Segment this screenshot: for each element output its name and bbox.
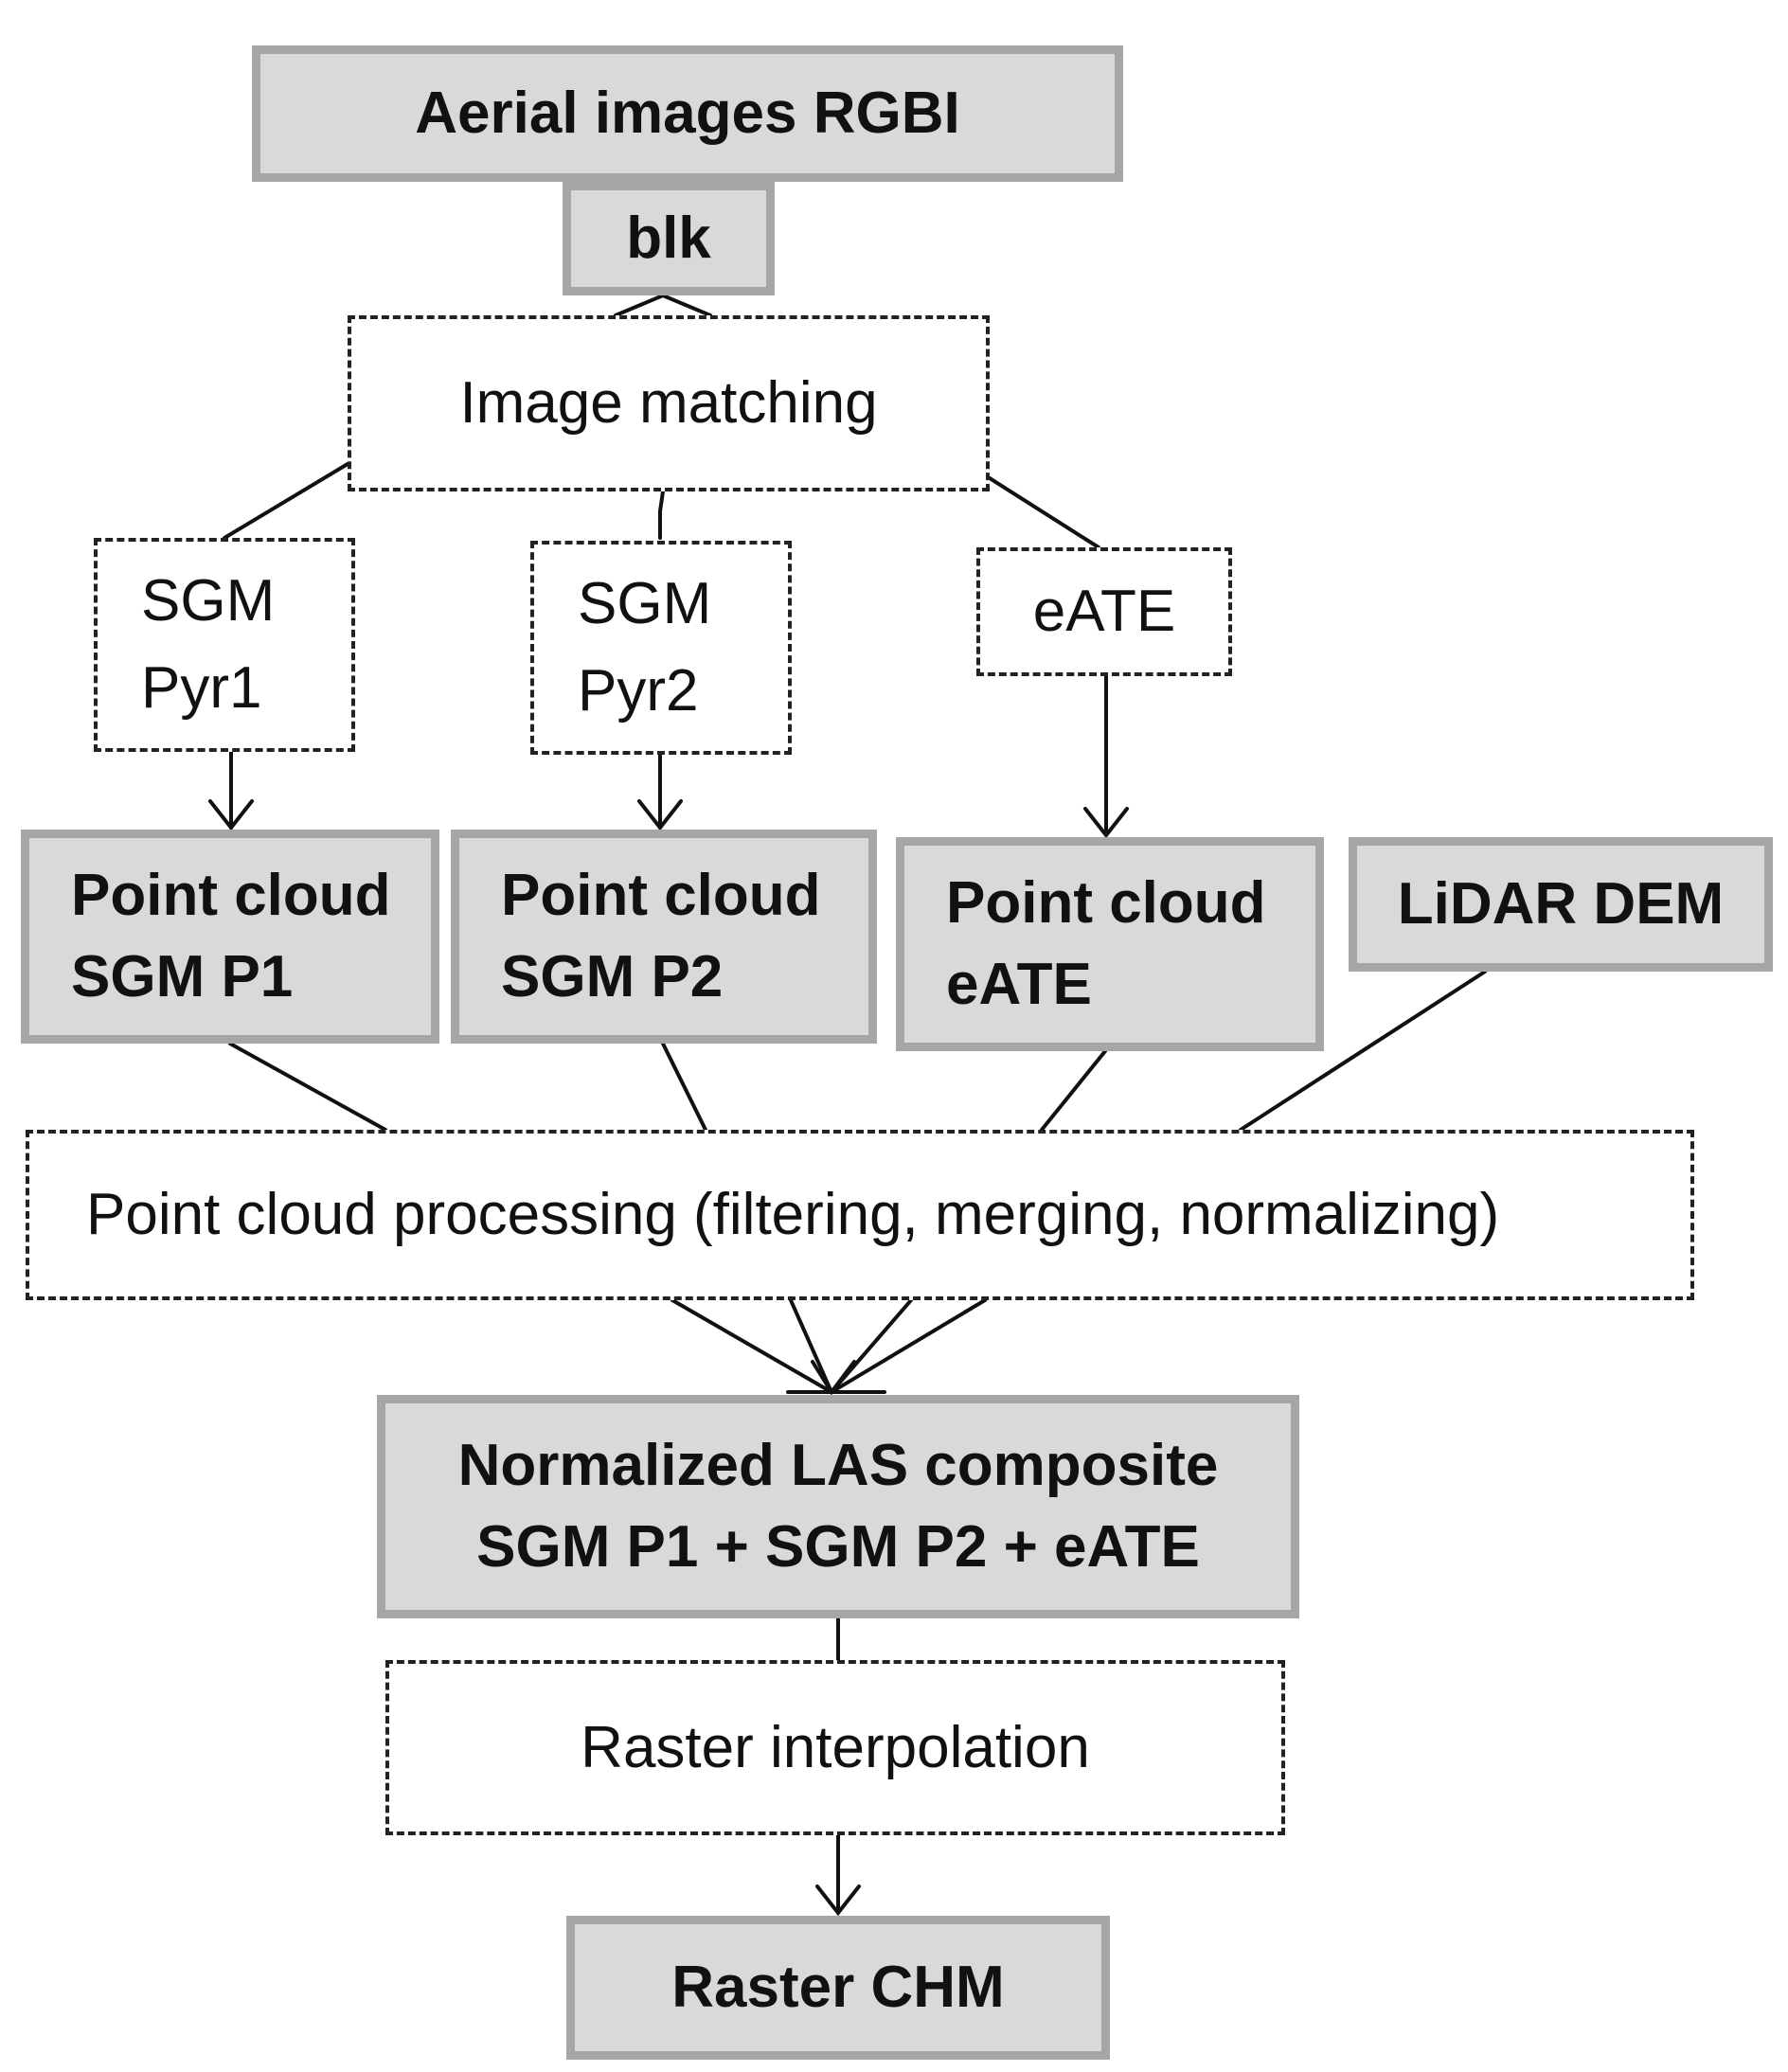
sgm-pyr1-label-line1: SGM [141, 568, 276, 634]
point-cloud-processing-label: Point cloud processing (filtering, mergi… [86, 1182, 1500, 1247]
sgm-pyr1-box: SGM Pyr1 [94, 538, 355, 752]
las-composite-line1: Normalized LAS composite [457, 1433, 1219, 1498]
point-cloud-sgm-p2-box: Point cloud SGM P2 [451, 830, 877, 1044]
point-cloud-sgm-p2-line1: Point cloud [501, 863, 821, 928]
image-matching-box: Image matching [348, 315, 990, 491]
arrowhead-pyr1-pc1 [208, 799, 254, 831]
sgm-pyr2-label-line1: SGM [578, 571, 712, 636]
sgm-pyr1-label-line2: Pyr1 [141, 655, 262, 721]
point-cloud-eate-box: Point cloud eATE [896, 837, 1324, 1051]
raster-interpolation-box: Raster interpolation [385, 1660, 1285, 1835]
las-composite-box: Normalized LAS composite SGM P1 + SGM P2… [377, 1395, 1299, 1618]
las-composite-line2: SGM P1 + SGM P2 + eATE [476, 1514, 1200, 1580]
connector-matching-pyr1 [223, 462, 349, 540]
connector-processing-las-4 [830, 1298, 987, 1394]
point-cloud-sgm-p1-box: Point cloud SGM P1 [21, 830, 439, 1044]
connector-pc1-processing [228, 1042, 387, 1132]
connector-matching-blk [614, 293, 712, 317]
lidar-dem-label: LiDAR DEM [1397, 871, 1725, 937]
connector-pc2-processing [661, 1042, 707, 1132]
raster-chm-box: Raster CHM [566, 1916, 1110, 2060]
sgm-pyr2-label-line2: Pyr2 [578, 658, 699, 723]
connector-lidar-processing [1239, 970, 1487, 1132]
aerial-images-label: Aerial images RGBI [415, 80, 960, 146]
eate-box: eATE [976, 547, 1232, 676]
arrowhead-pyr2-pc2 [637, 799, 683, 831]
point-cloud-eate-line1: Point cloud [946, 870, 1266, 936]
arrowhead-raster-chm [815, 1884, 861, 1917]
raster-interpolation-label: Raster interpolation [581, 1714, 1090, 1780]
blk-box: blk [563, 182, 775, 295]
aerial-images-box: Aerial images RGBI [252, 45, 1123, 182]
point-cloud-sgm-p1-line2: SGM P1 [71, 944, 294, 1009]
connector-matching-pyr2 [658, 490, 665, 540]
lidar-dem-box: LiDAR DEM [1349, 837, 1773, 972]
image-matching-label: Image matching [459, 370, 878, 436]
point-cloud-eate-line2: eATE [946, 952, 1092, 1017]
raster-chm-label: Raster CHM [671, 1955, 1005, 2020]
connector-pce-processing [1040, 1049, 1107, 1132]
connector-processing-las-1 [670, 1298, 833, 1394]
sgm-pyr2-box: SGM Pyr2 [530, 541, 792, 755]
point-cloud-processing-box: Point cloud processing (filtering, mergi… [26, 1130, 1694, 1300]
connector-processing-las-2 [789, 1298, 833, 1394]
point-cloud-sgm-p2-line2: SGM P2 [501, 944, 724, 1009]
eate-label: eATE [1032, 579, 1176, 644]
connector-matching-eate [988, 476, 1100, 549]
arrowhead-eate-pce [1083, 807, 1129, 839]
point-cloud-sgm-p1-line1: Point cloud [71, 863, 391, 928]
arrowhead-processing-las [811, 1360, 856, 1396]
blk-label: blk [626, 205, 711, 271]
